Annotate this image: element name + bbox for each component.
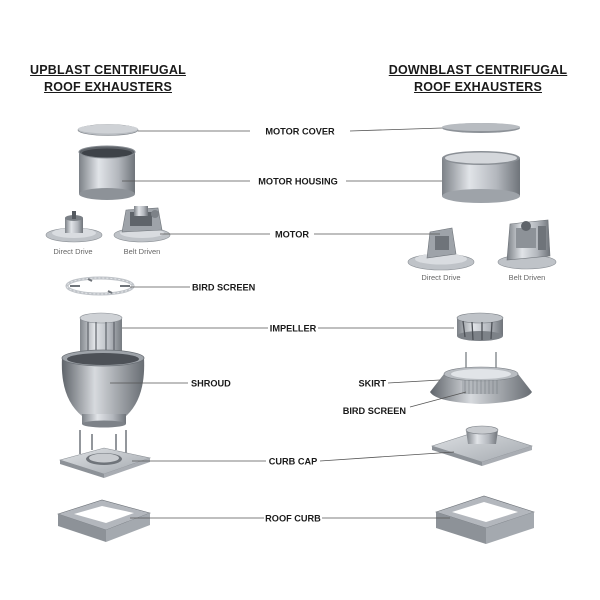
label-roof-curb: ROOF CURB — [265, 514, 321, 524]
label-bird-screen: BIRD SCREEN — [192, 283, 256, 293]
up-roof-curb — [57, 499, 151, 542]
up-shroud — [61, 349, 145, 428]
label-curb-cap: CURB CAP — [269, 457, 318, 467]
down-bird-screen — [462, 380, 500, 394]
down-roof-curb — [435, 495, 535, 544]
label-motor-cover: MOTOR COVER — [265, 127, 335, 137]
label-skirt: SKIRT — [358, 379, 386, 389]
caption-up-direct-drive: Direct Drive — [53, 247, 92, 256]
caption-up-belt-driven: Belt Driven — [124, 247, 161, 256]
label-motor-housing: MOTOR HOUSING — [258, 177, 337, 187]
down-motor-cover — [442, 123, 520, 133]
downblast-heading-line-1: DOWNBLAST CENTRIFUGAL — [388, 63, 568, 77]
up-curb-cap — [58, 430, 152, 478]
up-belt-driven-motor — [113, 206, 171, 243]
down-belt-driven-motor — [497, 219, 557, 270]
downblast-heading-line-2: ROOF EXHAUSTERS — [413, 80, 542, 94]
upblast-heading: UPBLAST CENTRIFUGAL ROOF EXHAUSTERS — [8, 62, 208, 96]
label-motor: MOTOR — [275, 230, 309, 240]
down-impeller — [456, 312, 504, 341]
up-bird-screen — [65, 276, 135, 296]
label-bird-screen-downblast: BIRD SCREEN — [343, 406, 407, 416]
up-motor-cover — [77, 124, 139, 136]
upblast-heading-line-2: ROOF EXHAUSTERS — [43, 80, 172, 94]
label-impeller: IMPELLER — [270, 324, 317, 334]
down-skirt — [430, 352, 532, 404]
up-direct-drive-motor — [45, 211, 103, 243]
down-motor-housing — [442, 151, 520, 203]
caption-down-direct-drive: Direct Drive — [421, 273, 460, 282]
down-curb-cap — [431, 425, 533, 466]
label-shroud: SHROUD — [191, 379, 231, 389]
upblast-heading-line-1: UPBLAST CENTRIFUGAL — [30, 63, 186, 77]
up-motor-housing — [78, 145, 136, 200]
down-direct-drive-motor — [407, 227, 475, 271]
caption-down-belt-driven: Belt Driven — [509, 273, 546, 282]
downblast-heading: DOWNBLAST CENTRIFUGAL ROOF EXHAUSTERS — [378, 62, 578, 96]
leader-lines — [110, 127, 467, 519]
